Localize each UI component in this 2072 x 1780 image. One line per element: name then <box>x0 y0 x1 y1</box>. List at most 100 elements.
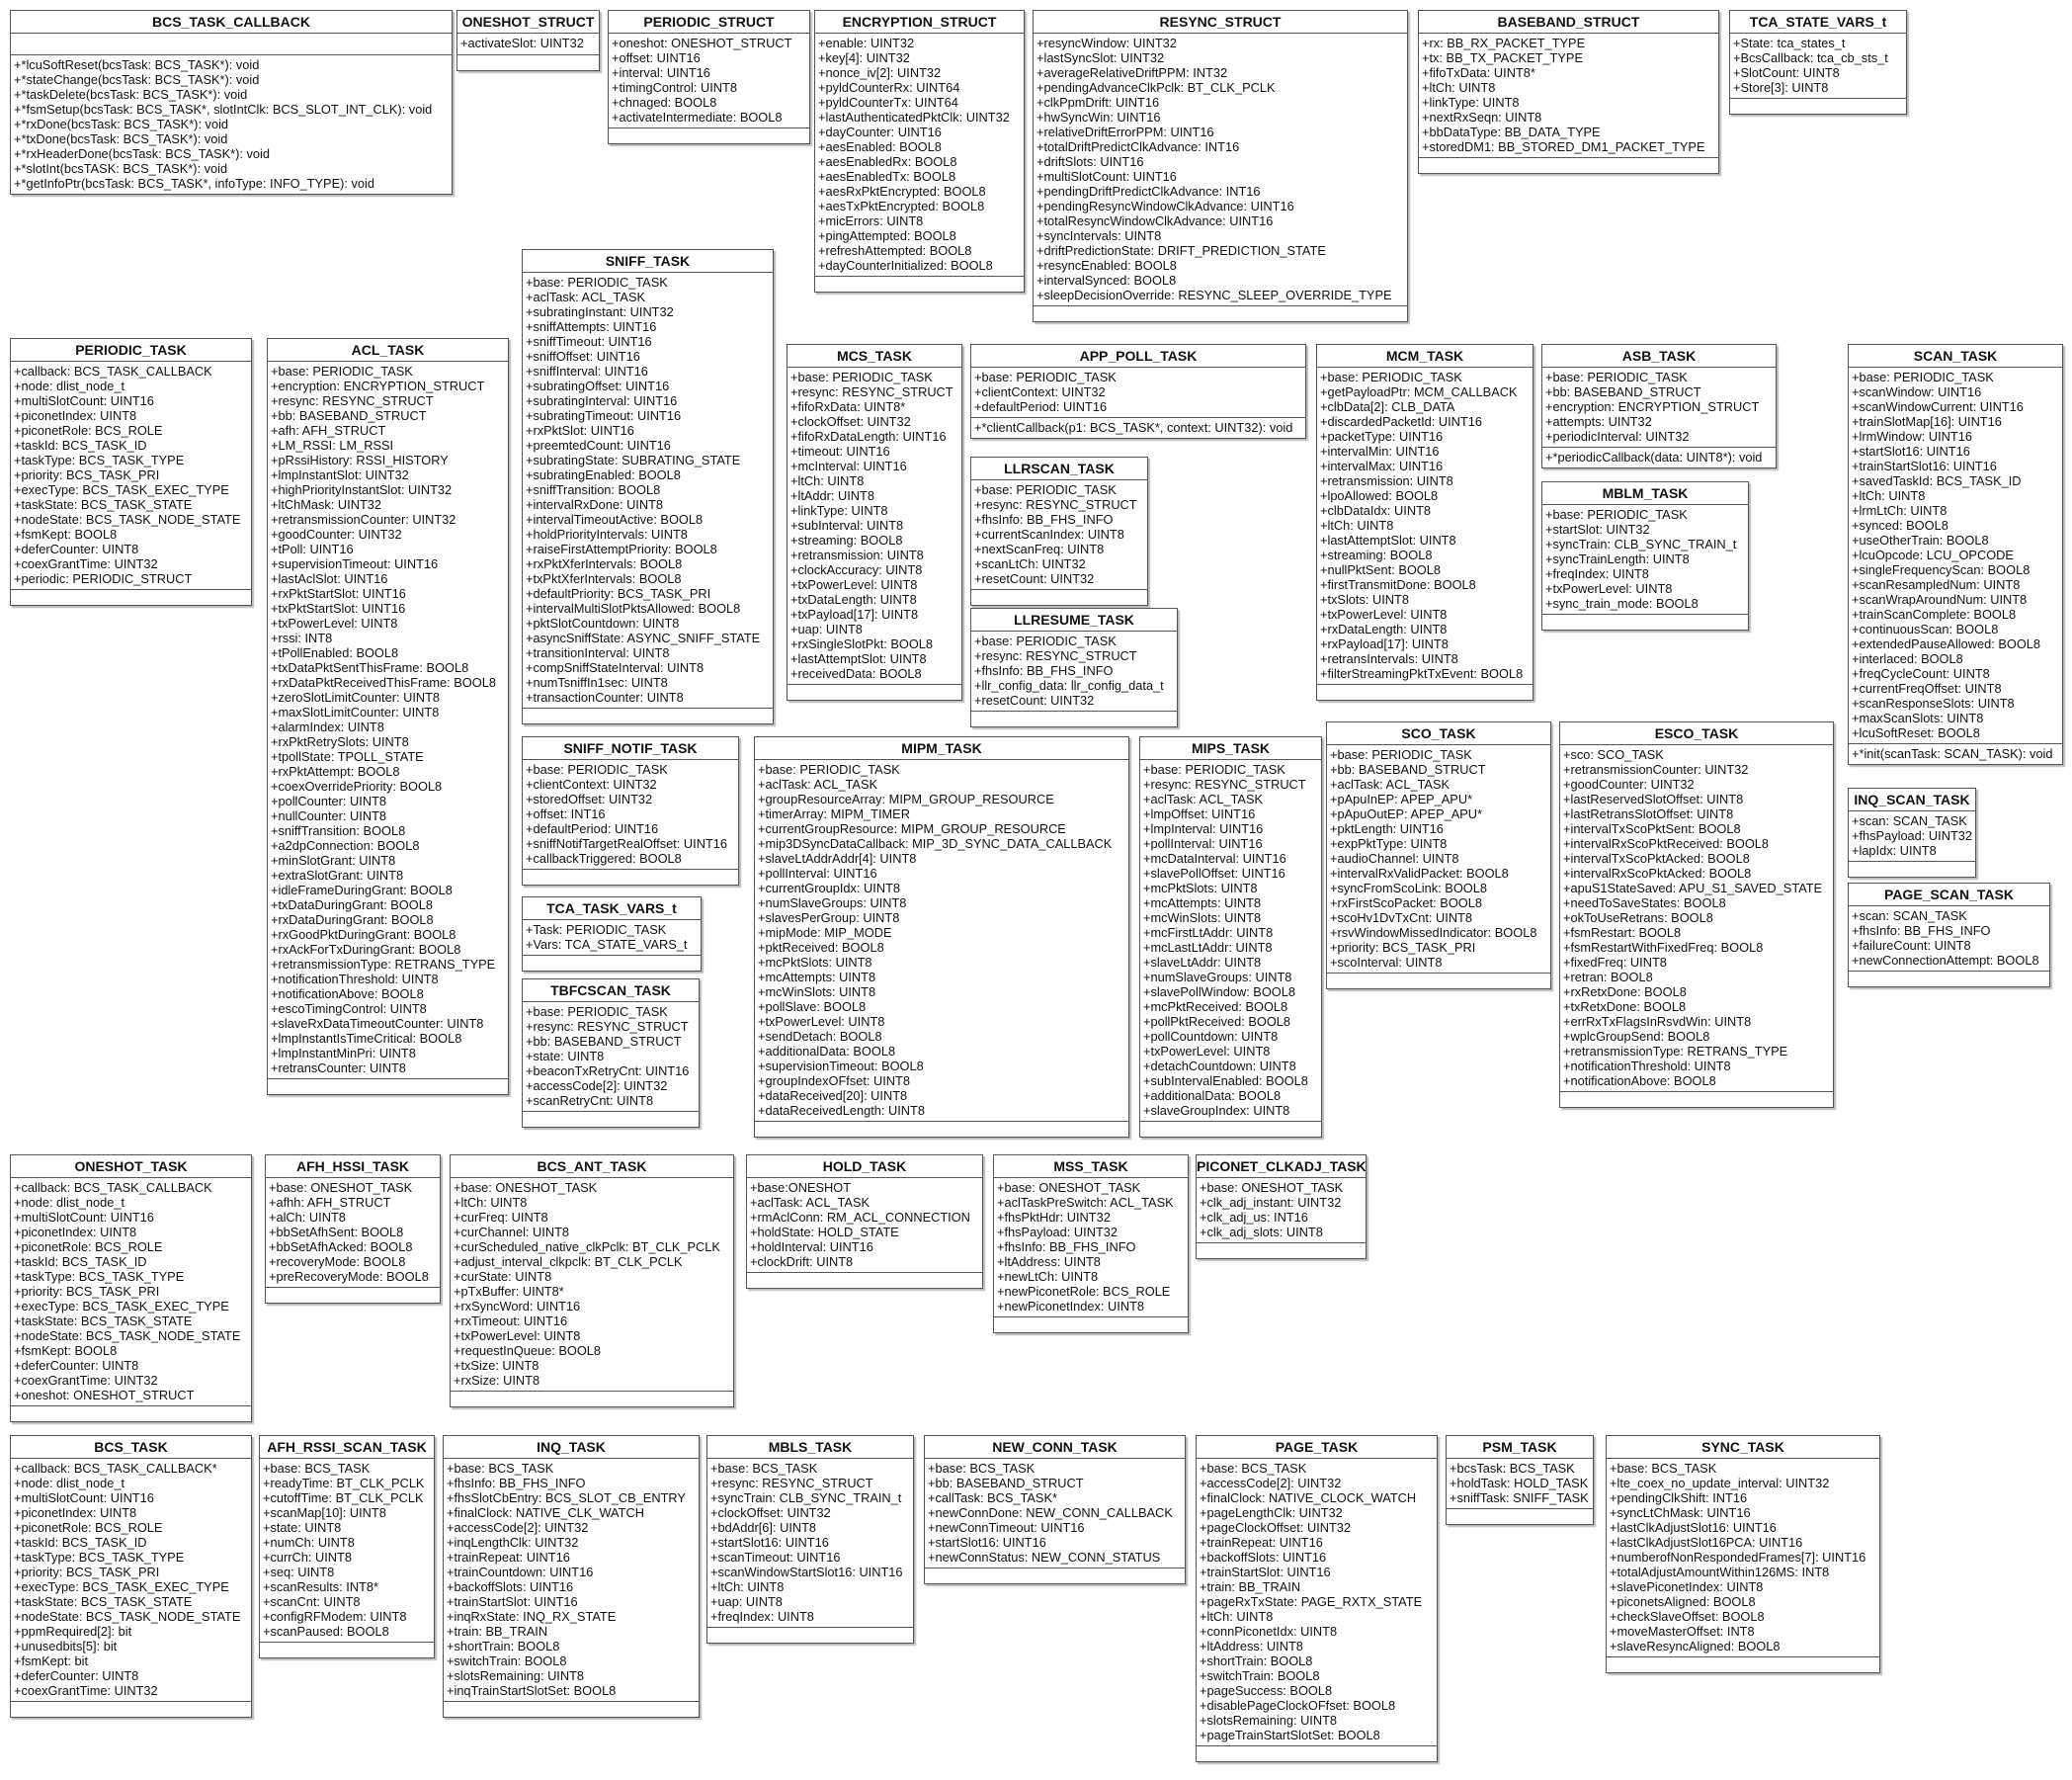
class-attribute: +intervalRxDone: UINT8 <box>526 497 664 512</box>
class-attribute: +execType: BCS_TASK_EXEC_TYPE <box>14 482 229 497</box>
class-attribute: +base: BCS_TASK <box>263 1461 371 1476</box>
class-box-psm-task: PSM_TASK+bcsTask: BCS_TASK+holdTask: HOL… <box>1446 1435 1594 1525</box>
class-attribute: +defaultPeriod: UINT16 <box>526 821 659 836</box>
class-attribute: +fhsSlotCbEntry: BCS_SLOT_CB_ENTRY <box>447 1490 686 1505</box>
class-attribute: +retransmissionType: RETRANS_TYPE <box>271 957 496 972</box>
class-title: SNIFF_NOTIF_TASK <box>523 737 738 760</box>
class-attribute: +multiSlotCount: UINT16 <box>14 1490 154 1505</box>
class-attribute: +piconetRole: BCS_ROLE <box>14 1520 163 1535</box>
class-attribute: +coexGrantTime: UINT32 <box>14 556 158 571</box>
class-title: PAGE_TASK <box>1197 1436 1437 1459</box>
class-attribute: +retransmission: UINT8 <box>790 548 924 562</box>
class-attribute: +ltCh: UINT8 <box>790 473 865 488</box>
class-operations <box>1197 1242 1366 1258</box>
class-attribute: +taskId: BCS_TASK_ID <box>14 1254 147 1269</box>
class-attribute: +hwSyncWin: UINT16 <box>1036 110 1161 125</box>
class-attribute: +fhsInfo: BB_FHS_INFO <box>447 1476 586 1490</box>
class-attribute: +alarmIndex: UINT8 <box>271 720 384 734</box>
class-operations <box>457 54 599 70</box>
class-operations <box>755 1121 1128 1137</box>
class-attribute: +priority: BCS_TASK_PRI <box>14 1565 160 1579</box>
class-attribute: +requestInQueue: BOOL8 <box>454 1343 602 1358</box>
class-attribute: +switchTrain: BOOL8 <box>447 1653 567 1668</box>
class-box-sco-task: SCO_TASK+base: PERIODIC_TASK+bb: BASEBAN… <box>1326 721 1551 989</box>
class-title: MSS_TASK <box>994 1155 1188 1178</box>
class-box-mcs-task: MCS_TASK+base: PERIODIC_TASK+resync: RES… <box>787 344 962 701</box>
class-attribute: +train: BB_TRAIN <box>1200 1579 1301 1594</box>
class-operations <box>747 1272 982 1288</box>
class-attribute: +pRssiHistory: RSSI_HISTORY <box>271 453 449 467</box>
class-attribute: +slaveResyncAligned: BOOL8 <box>1610 1639 1781 1653</box>
class-attribute: +resync: RESYNC_STRUCT <box>790 384 953 399</box>
class-attribute: +fsmKept: BOOL8 <box>14 1343 118 1358</box>
class-title: MBLM_TASK <box>1542 482 1748 505</box>
class-attribute: +startSlot16: UINT16 <box>1852 444 1970 459</box>
class-attribute: +lastReservedSlotOffset: UINT8 <box>1563 792 1744 806</box>
class-attribute: +attempts: UINT32 <box>1545 414 1652 429</box>
class-attribute: +scanWindow: UINT16 <box>1852 384 1982 399</box>
class-attribute: +afhh: AFH_STRUCT <box>269 1195 391 1210</box>
class-title: SCAN_TASK <box>1849 345 2062 368</box>
class-attribute: +base: PERIODIC_TASK <box>1143 762 1285 777</box>
class-attribute: +clockOffset: UINT32 <box>710 1505 831 1520</box>
class-attribute: +multiSlotCount: UINT16 <box>14 1210 154 1225</box>
class-attribute: +slaveRxDataTimeoutCounter: UINT8 <box>271 1016 484 1031</box>
class-attribute: +newLtCh: UINT8 <box>997 1269 1099 1284</box>
class-attribute: +oneshot: ONESHOT_STRUCT <box>612 36 792 50</box>
class-attribute: +txPowerLevel: UINT8 <box>758 1014 885 1029</box>
class-attribute: +callback: BCS_TASK_CALLBACK <box>14 364 212 379</box>
class-attribute: +tPoll: UINT16 <box>271 542 354 556</box>
class-attribute: +extendedPauseAllowed: BOOL8 <box>1852 636 2041 651</box>
class-box-mcm-task: MCM_TASK+base: PERIODIC_TASK+getPayloadP… <box>1316 344 1533 701</box>
class-attribute: +goodCounter: UINT32 <box>1563 777 1695 792</box>
class-operation: +*fsmSetup(bcsTask: BCS_TASK*, slotIntCl… <box>14 102 433 117</box>
class-attribute: +lastClkAdjustSlot16: UINT16 <box>1610 1520 1777 1535</box>
class-attribute: +curFreq: UINT8 <box>454 1210 548 1225</box>
class-box-tca-task-vars-t: TCA_TASK_VARS_t+Task: PERIODIC_TASK+Vars… <box>522 896 702 972</box>
class-title: MIPS_TASK <box>1140 737 1321 760</box>
class-attribute: +retransIntervals: UINT8 <box>1320 651 1458 666</box>
class-attribute: +pktReceived: BOOL8 <box>758 940 884 955</box>
class-box-new-conn-task: NEW_CONN_TASK+base: BCS_TASK+bb: BASEBAN… <box>924 1435 1186 1584</box>
class-attribute: +activateSlot: UINT32 <box>460 36 584 50</box>
class-attribute: +lmpInstantMinPri: UINT8 <box>271 1046 416 1060</box>
class-operations <box>11 589 251 605</box>
class-attribute: +base: ONESHOT_TASK <box>454 1180 598 1195</box>
class-title: MCS_TASK <box>787 345 961 368</box>
class-attribute: +currentScanIndex: UINT8 <box>974 527 1124 542</box>
class-attribute: +txPowerLevel: UINT8 <box>790 577 918 592</box>
class-attribute: +synced: BOOL8 <box>1852 518 1948 533</box>
class-box-asb-task: ASB_TASK+base: PERIODIC_TASK+bb: BASEBAN… <box>1541 344 1777 468</box>
class-attribute: +rxDataLength: UINT8 <box>1320 622 1448 636</box>
class-box-tbfcscan-task: TBFCSCAN_TASK+base: PERIODIC_TASK+resync… <box>522 978 700 1128</box>
class-attribute: +afh: AFH_STRUCT <box>271 423 386 438</box>
class-attribute: +nodeState: BCS_TASK_NODE_STATE <box>14 512 241 527</box>
class-attribute: +driftPredictionState: DRIFT_PREDICTION_… <box>1036 243 1326 258</box>
class-attribute: +aclTaskPreSwitch: ACL_TASK <box>997 1195 1174 1210</box>
class-attribute: +ltCh: UINT8 <box>1422 80 1496 95</box>
class-attribute: +fhsInfo: BB_FHS_INFO <box>974 663 1114 678</box>
class-attribute: +callback: BCS_TASK_CALLBACK <box>14 1180 212 1195</box>
class-attribute: +enable: UINT32 <box>818 36 915 50</box>
class-attribute: +fsmRestartWithFixedFreq: BOOL8 <box>1563 940 1764 955</box>
class-operations <box>971 589 1147 605</box>
class-attribute: +sniffInterval: UINT16 <box>526 364 648 379</box>
class-attribute: +lastAuthenticatedPktClk: UINT32 <box>818 110 1010 125</box>
class-box-encryption-struct: ENCRYPTION_STRUCT+enable: UINT32+key[4]:… <box>814 10 1025 293</box>
class-attribute: +base: PERIODIC_TASK <box>271 364 413 379</box>
class-attribute: +nonce_iv[2]: UINT32 <box>818 65 942 80</box>
class-attribute: +fhsInfo: BB_FHS_INFO <box>1852 923 1991 938</box>
class-attribute: +wplcGroupSend: BOOL8 <box>1563 1029 1710 1044</box>
class-attribute: +aclTask: ACL_TASK <box>758 777 878 792</box>
class-operations: +*clientCallback(p1: BCS_TASK*, context:… <box>971 417 1305 438</box>
class-attribute: +ltAddress: UINT8 <box>997 1254 1101 1269</box>
class-attribute: +taskType: BCS_TASK_TYPE <box>14 1550 185 1565</box>
class-attribute: +deferCounter: UINT8 <box>14 1358 139 1373</box>
class-attribute: +bdAddr[6]: UINT8 <box>710 1520 817 1535</box>
class-attribute: +fsmKept: BOOL8 <box>14 527 118 542</box>
class-title: NEW_CONN_TASK <box>925 1436 1185 1459</box>
class-attribute: +sniffAttempts: UINT16 <box>526 319 657 334</box>
class-attribute: +highPriorityInstantSlot: UINT32 <box>271 482 453 497</box>
class-attributes: +bcsTask: BCS_TASK+holdTask: HOLD_TASK+s… <box>1447 1459 1593 1508</box>
class-attribute: +cutoffTime: BT_CLK_PCLK <box>263 1490 424 1505</box>
